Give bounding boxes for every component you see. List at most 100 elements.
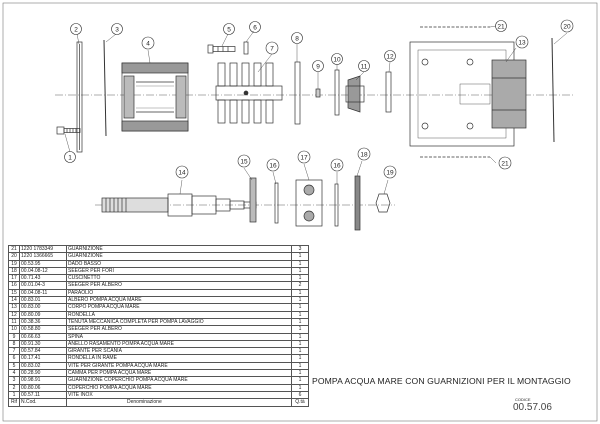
cell-desc: CUSCINETTO xyxy=(66,274,292,283)
part-12-washer xyxy=(385,71,392,113)
cell-code: 00.98.91 xyxy=(19,376,67,385)
cell-rif: 12 xyxy=(8,310,20,319)
part-11-seal xyxy=(345,75,365,113)
part-7-impeller xyxy=(215,62,283,124)
header-desc: Denominazione xyxy=(66,398,292,407)
cell-qty: 1 xyxy=(291,296,309,305)
cell-desc: RONDELLA xyxy=(66,310,292,319)
part-19-nut xyxy=(375,193,391,213)
balloon-3: 3 xyxy=(115,27,119,34)
cell-rif: 10 xyxy=(8,325,20,334)
cell-code: 00.04.08-12 xyxy=(19,266,67,276)
cell-desc: SPINA xyxy=(66,332,292,341)
cell-code: 00.83.00 xyxy=(19,303,67,312)
part-20-gasket xyxy=(551,37,555,143)
balloon-4: 4 xyxy=(146,41,150,48)
cell-desc: CAMMA PER POMPA ACQUA MARE xyxy=(66,369,292,378)
cell-desc: TENUTA MECCANICA COMPLETA PER POMPA LAVA… xyxy=(66,317,292,327)
cell-desc: GUARNIZIONE COPERCHIO POMPA ACQUA MARE xyxy=(66,376,292,385)
cell-rif: 11 xyxy=(8,317,20,327)
cell-code: 00.04.08-11 xyxy=(19,288,67,298)
cell-qty: 1 xyxy=(291,266,309,276)
cell-desc: CORPO POMPA ACQUA MARE xyxy=(66,303,292,312)
part-3-gasket xyxy=(103,39,107,137)
cell-code: 00.01.04-3 xyxy=(19,281,67,290)
balloon-5: 5 xyxy=(227,27,231,34)
cell-rif: 4 xyxy=(8,369,20,378)
cell-qty: 3 xyxy=(291,244,309,254)
cell-rif: 6 xyxy=(8,354,20,363)
cell-rif: 13 xyxy=(8,303,20,312)
cell-desc: SEEGER PER ALBERO xyxy=(66,281,292,290)
cell-code: 00.80.09 xyxy=(19,310,67,319)
cell-qty: 1 xyxy=(291,317,309,327)
part-18-seeger xyxy=(354,175,361,231)
cell-rif: 5 xyxy=(8,361,20,371)
part-1-screw xyxy=(56,126,81,135)
cell-code: 00.58.80 xyxy=(19,325,67,334)
part-15-oilseal xyxy=(249,177,257,223)
cell-rif: 1 xyxy=(8,390,20,400)
part-17-bearing xyxy=(295,179,323,227)
balloon-19: 19 xyxy=(386,170,394,177)
part-4-cam xyxy=(121,62,189,132)
cell-desc: ANELLO RASAMENTO POMPA ACQUA MARE xyxy=(66,339,292,349)
header-code: N.Cod. xyxy=(19,398,67,407)
cell-qty: 1 xyxy=(291,354,309,363)
cell-rif: 8 xyxy=(8,339,20,349)
cell-qty: 1 xyxy=(291,252,309,261)
cell-code: 00.83.01 xyxy=(19,296,67,305)
cell-desc: GUARNIZIONE xyxy=(66,252,292,261)
part-16-seeger-b xyxy=(334,183,339,227)
cell-qty: 1 xyxy=(291,310,309,319)
code-label: CODICE xyxy=(515,397,531,402)
cell-desc: VITE PER GIRANTE POMPA ACQUA MARE xyxy=(66,361,292,371)
cell-desc: PARAOLIO xyxy=(66,288,292,298)
balloon-16-a: 16 xyxy=(269,163,277,170)
cell-desc: COPERCHIO POMPA ACQUA MARE xyxy=(66,383,292,392)
cell-rif: 16 xyxy=(8,281,20,290)
cell-desc: SEEGER PER ALBERO xyxy=(66,325,292,334)
part-13-body xyxy=(409,41,527,147)
part-10-seeger xyxy=(334,69,340,116)
balloon-16-b: 16 xyxy=(333,163,341,170)
header-qty: Q.tà xyxy=(291,398,309,407)
header-rif: Rif xyxy=(8,398,20,407)
part-14-shaft xyxy=(101,193,257,217)
balloon-10: 10 xyxy=(333,57,341,64)
balloon-20: 20 xyxy=(563,24,571,31)
cell-qty: 1 xyxy=(291,332,309,341)
part-6-washer xyxy=(243,41,249,55)
balloon-21-a: 21 xyxy=(497,24,505,31)
balloon-6: 6 xyxy=(253,25,257,32)
cell-desc: RONDELLA IN RAME xyxy=(66,354,292,363)
balloons xyxy=(64,19,574,179)
cell-desc: ALBERO POMPA ACQUA MARE xyxy=(66,296,292,305)
cell-rif: 7 xyxy=(8,347,20,356)
cell-desc: VITE INOX xyxy=(66,390,292,400)
balloon-14: 14 xyxy=(178,170,186,177)
cell-qty: 1 xyxy=(291,383,309,392)
cell-code: 00.80.06 xyxy=(19,383,67,392)
cell-code: 00.57.11 xyxy=(19,390,67,400)
cell-rif: 15 xyxy=(8,288,20,298)
cell-qty: 1 xyxy=(291,274,309,283)
